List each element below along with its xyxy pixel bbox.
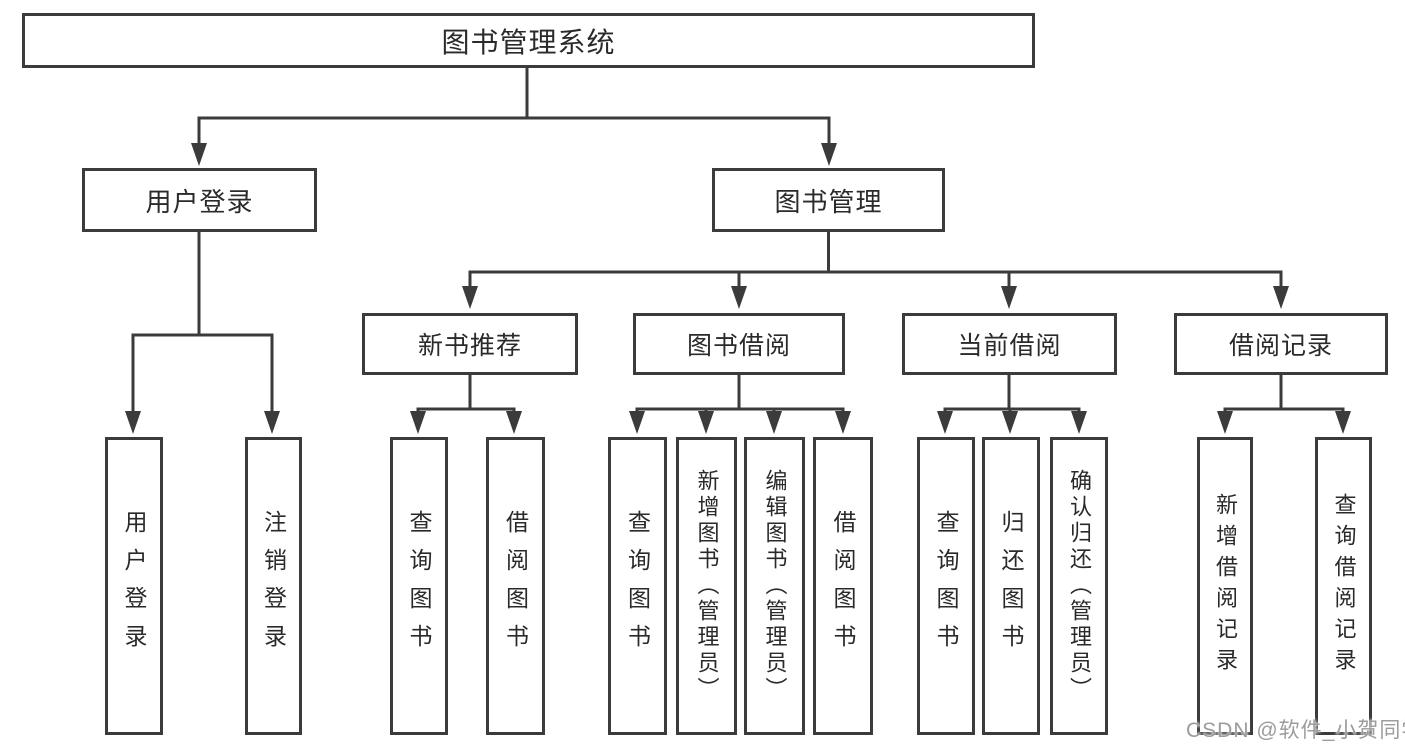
node-new-book-recommend: 新书推荐	[362, 313, 578, 375]
leaf-query-books-borrow: 查询图书	[608, 437, 667, 735]
node-root-system: 图书管理系统	[22, 13, 1035, 68]
leaf-edit-books-admin-label: 编辑图书（管理员）	[762, 469, 788, 703]
leaf-edit-books-admin: 编辑图书（管理员）	[744, 437, 805, 735]
leaf-return-books: 归还图书	[982, 437, 1040, 735]
leaf-confirm-return-admin-label: 确认归还（管理员）	[1067, 469, 1092, 703]
leaf-add-borrow-record: 新增借阅记录	[1197, 437, 1253, 735]
leaf-add-books-admin-label: 新增图书（管理员）	[694, 469, 720, 703]
leaf-borrow-books: 借阅图书	[813, 437, 873, 735]
node-user-login-label: 用户登录	[145, 186, 254, 217]
leaf-borrow-books-label: 借阅图书	[830, 510, 856, 662]
leaf-query-books-recommend: 查询图书	[390, 437, 448, 735]
leaf-logout: 注销登录	[245, 437, 302, 735]
leaf-borrow-books-recommend-label: 借阅图书	[502, 510, 529, 662]
node-borrow-records: 借阅记录	[1174, 313, 1388, 375]
csdn-watermark: CSDN @软件_小贺同学	[1186, 719, 1405, 742]
node-book-management: 图书管理	[712, 168, 945, 232]
leaf-add-books-admin: 新增图书（管理员）	[676, 437, 737, 735]
node-book-borrow: 图书借阅	[633, 313, 845, 375]
leaf-user-login-label: 用户登录	[121, 510, 147, 662]
leaf-add-borrow-record-label: 新增借阅记录	[1213, 493, 1238, 679]
leaf-logout-label: 注销登录	[260, 510, 287, 662]
node-borrow-records-label: 借阅记录	[1228, 332, 1333, 360]
node-user-login: 用户登录	[82, 168, 317, 232]
node-current-borrow: 当前借阅	[902, 313, 1117, 375]
node-book-borrow-label: 图书借阅	[686, 332, 791, 360]
leaf-return-books-label: 归还图书	[998, 510, 1024, 662]
leaf-query-books-borrow-label: 查询图书	[624, 510, 651, 662]
leaf-query-books-current-label: 查询图书	[933, 510, 959, 662]
leaf-query-books-recommend-label: 查询图书	[406, 510, 432, 662]
leaf-query-borrow-record: 查询借阅记录	[1315, 437, 1372, 735]
leaf-user-login: 用户登录	[105, 437, 163, 735]
node-new-book-recommend-label: 新书推荐	[417, 332, 522, 360]
leaf-query-borrow-record-label: 查询借阅记录	[1331, 493, 1357, 679]
leaf-borrow-books-recommend: 借阅图书	[486, 437, 545, 735]
leaf-query-books-current: 查询图书	[917, 437, 975, 735]
node-root-label: 图书管理系统	[441, 26, 616, 58]
leaf-confirm-return-admin: 确认归还（管理员）	[1050, 437, 1108, 735]
node-book-management-label: 图书管理	[774, 186, 883, 217]
node-current-borrow-label: 当前借阅	[957, 332, 1062, 360]
